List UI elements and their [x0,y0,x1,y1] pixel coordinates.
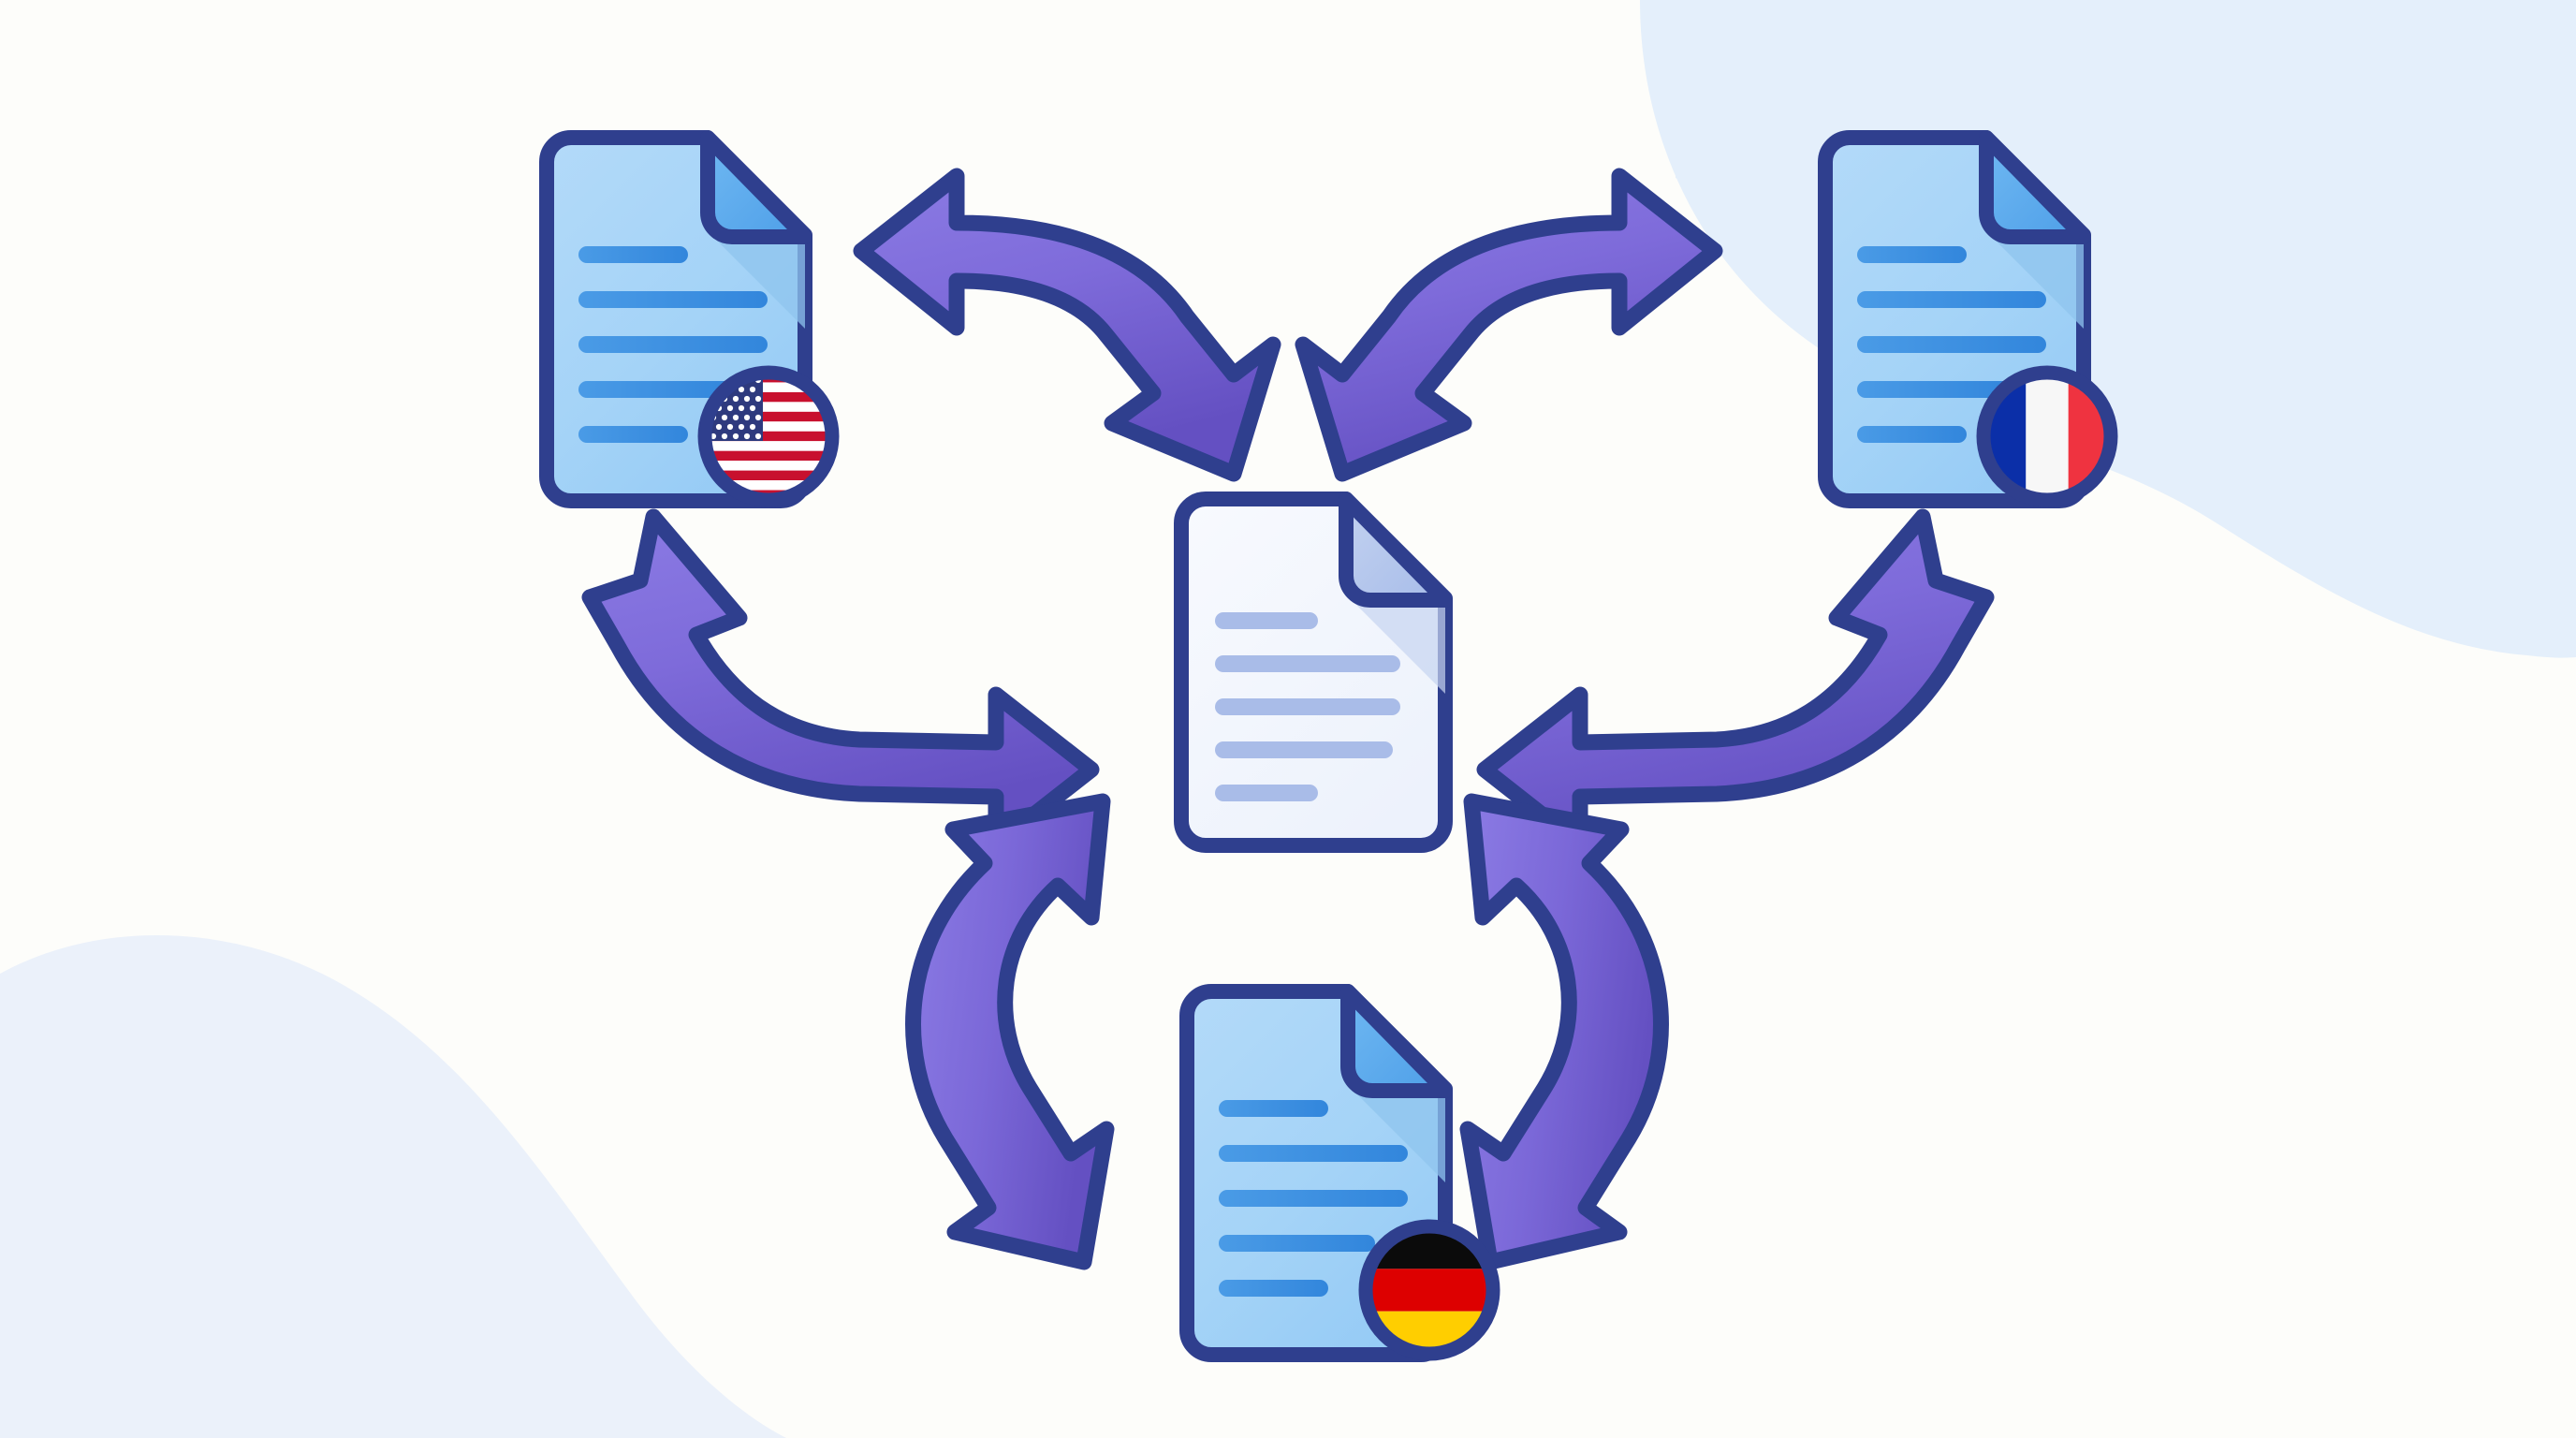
document-fr-fold-shadow [1992,237,2084,329]
document-us[interactable] [539,130,840,508]
document-de-fold-shadow [1354,1091,1445,1182]
document-us-lines [578,246,768,443]
document-fr[interactable] [1818,130,2118,508]
document-source-fold-shadow [1352,600,1445,694]
bottom-left-blob [0,934,786,1438]
arrow-us-to-center-mid [581,508,1100,853]
de-flag-icon [1358,1219,1500,1361]
us-flag-icon [697,365,840,507]
document-fr-fold [1979,130,2091,244]
arrow-center-to-de-left [905,793,1115,1270]
document-source-fold [1339,492,1453,608]
document-source[interactable] [1174,492,1453,853]
arrow-center-to-de-right [1459,793,1669,1270]
document-us-fold [700,130,812,244]
fr-flag-icon [1976,365,2118,507]
document-de-lines [1219,1100,1408,1297]
arrow-center-to-fr-mid [1476,508,1995,853]
document-us-fold-shadow [713,237,805,329]
arrow-us-to-center-top [853,168,1281,482]
document-source-lines [1215,612,1400,801]
arrow-center-to-fr-top [1295,168,1723,482]
document-de[interactable] [1179,984,1500,1362]
document-fr-lines [1857,246,2046,443]
document-de-fold [1340,984,1453,1098]
